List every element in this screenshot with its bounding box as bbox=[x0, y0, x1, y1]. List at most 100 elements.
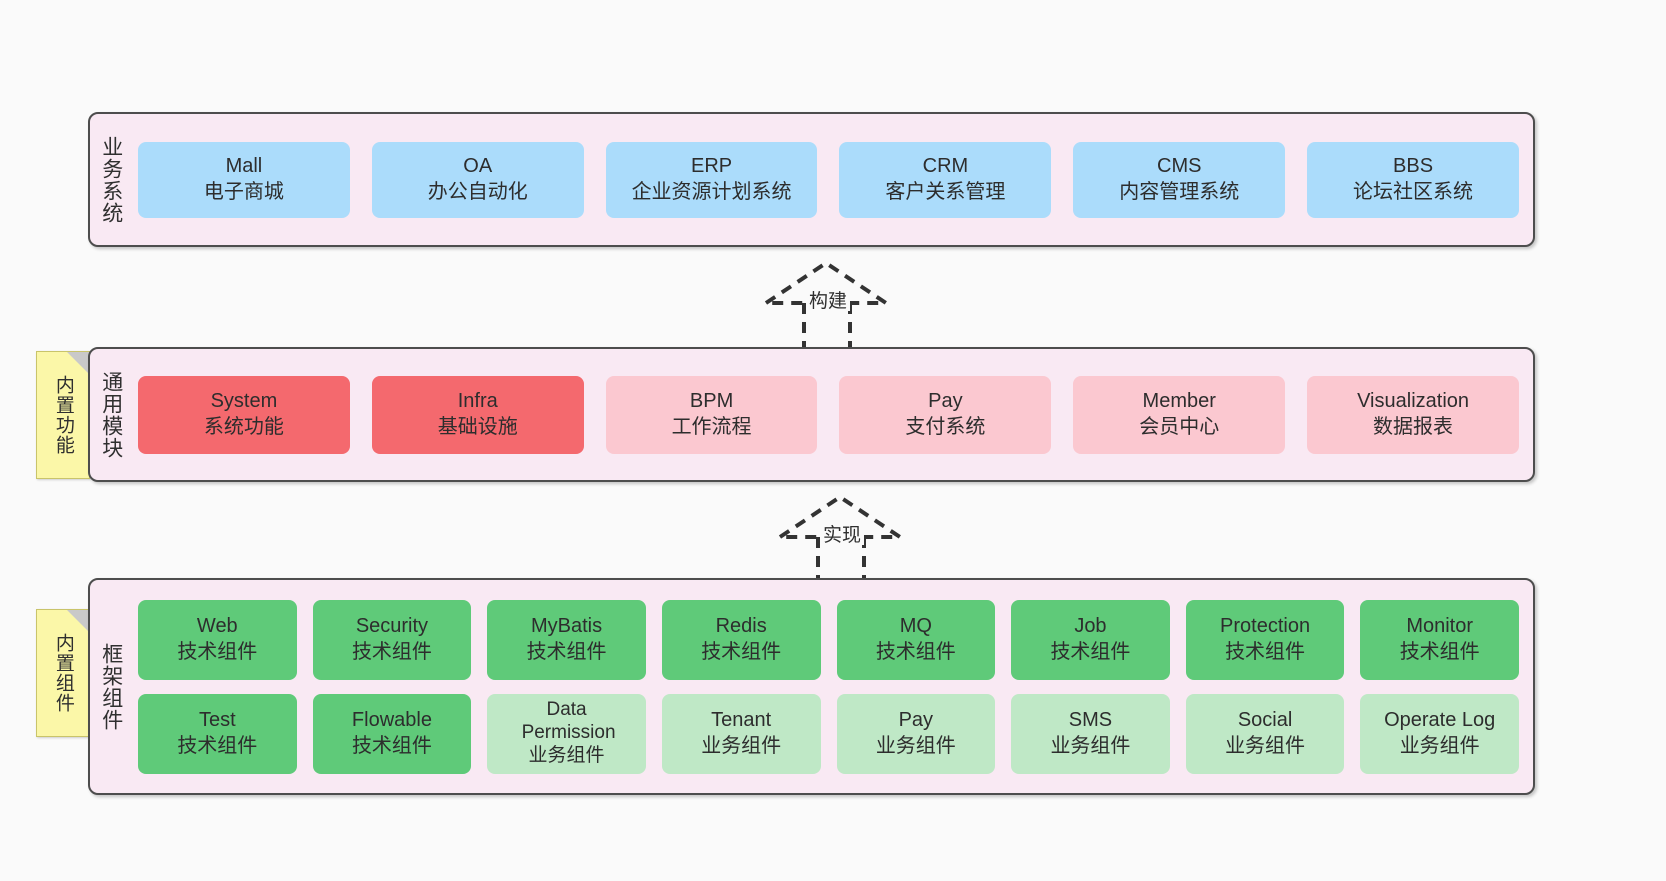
layer-common-module-body: System 系统功能 Infra 基础设施 BPM 工作流程 Pay 支付系统… bbox=[132, 349, 1533, 480]
node-pay-module[interactable]: Pay 支付系统 bbox=[839, 375, 1052, 454]
node-oa-cn: 办公自动化 bbox=[427, 180, 528, 203]
node-sms-en: SMS bbox=[1068, 708, 1113, 731]
node-erp[interactable]: ERP 企业资源计划系统 bbox=[605, 141, 818, 218]
node-flowable[interactable]: Flowable 技术组件 bbox=[312, 693, 472, 774]
node-mq-cn: 技术组件 bbox=[875, 640, 956, 663]
node-mall[interactable]: Mall 电子商城 bbox=[138, 141, 350, 218]
node-job[interactable]: Job 技术组件 bbox=[1011, 599, 1170, 680]
node-member-cn: 会员中心 bbox=[1139, 415, 1220, 438]
node-social-en: Social bbox=[1237, 708, 1293, 731]
node-web-cn: 技术组件 bbox=[177, 640, 258, 663]
node-bbs-en: BBS bbox=[1393, 154, 1434, 177]
node-mybatis-cn: 技术组件 bbox=[526, 640, 607, 663]
node-protection[interactable]: Protection 技术组件 bbox=[1185, 599, 1345, 680]
node-crm-en: CRM bbox=[922, 154, 969, 177]
node-infra[interactable]: Infra 基础设施 bbox=[371, 375, 584, 454]
layer-business-system-row: Mall 电子商城 OA 办公自动化 ERP 企业资源计划系统 CRM 客户关系… bbox=[138, 141, 1519, 218]
node-oa[interactable]: OA 办公自动化 bbox=[371, 141, 584, 218]
node-social[interactable]: Social 业务组件 bbox=[1185, 693, 1345, 774]
node-pay-component[interactable]: Pay 业务组件 bbox=[836, 693, 996, 774]
node-mq[interactable]: MQ 技术组件 bbox=[836, 599, 996, 680]
node-erp-cn: 企业资源计划系统 bbox=[631, 180, 792, 203]
node-cms-en: CMS bbox=[1157, 154, 1202, 177]
node-web-en: Web bbox=[196, 614, 238, 637]
arrow-build-head bbox=[759, 260, 893, 305]
node-mybatis[interactable]: MyBatis 技术组件 bbox=[487, 599, 646, 680]
node-member[interactable]: Member 会员中心 bbox=[1073, 375, 1286, 454]
node-pay-component-cn: 业务组件 bbox=[875, 734, 956, 757]
node-mq-en: MQ bbox=[899, 614, 932, 637]
note-builtin-component-label: 内置组件 bbox=[52, 633, 74, 713]
node-data-permission-cn: 业务组件 bbox=[528, 744, 605, 766]
node-sms[interactable]: SMS 业务组件 bbox=[1011, 693, 1170, 774]
arrow-implement-label: 实现 bbox=[820, 526, 865, 545]
node-flowable-cn: 技术组件 bbox=[351, 734, 432, 757]
node-erp-en: ERP bbox=[691, 154, 733, 177]
node-social-cn: 业务组件 bbox=[1225, 734, 1306, 757]
note-fold-corner-icon bbox=[67, 610, 89, 632]
arrow-build: 构建 bbox=[758, 258, 908, 348]
node-security-en: Security bbox=[355, 614, 429, 637]
node-data-permission[interactable]: Data Permission 业务组件 bbox=[487, 693, 646, 774]
node-job-en: Job bbox=[1074, 614, 1107, 637]
node-job-cn: 技术组件 bbox=[1050, 640, 1131, 663]
node-bbs-cn: 论坛社区系统 bbox=[1353, 180, 1474, 203]
node-operate-log-en: Operate Log bbox=[1384, 708, 1496, 731]
note-fold-corner-icon bbox=[67, 352, 89, 374]
node-system-cn: 系统功能 bbox=[203, 415, 284, 438]
arrow-implement: 实现 bbox=[772, 492, 922, 582]
node-pay-module-en: Pay bbox=[928, 389, 963, 412]
note-builtin-function: 内置功能 bbox=[36, 351, 90, 479]
node-bpm[interactable]: BPM 工作流程 bbox=[605, 375, 818, 454]
node-redis[interactable]: Redis 技术组件 bbox=[661, 599, 821, 680]
node-test[interactable]: Test 技术组件 bbox=[138, 693, 297, 774]
layer-business-system-title: 业务系统 bbox=[99, 135, 123, 224]
node-mall-cn: 电子商城 bbox=[203, 180, 284, 203]
node-tenant-en: Tenant bbox=[711, 708, 772, 731]
node-data-permission-en: Data Permission bbox=[521, 699, 616, 744]
node-monitor-cn: 技术组件 bbox=[1399, 640, 1480, 663]
node-bpm-cn: 工作流程 bbox=[671, 415, 752, 438]
node-visualization-en: Visualization bbox=[1357, 389, 1470, 412]
layer-common-module: 通用模块 System 系统功能 Infra 基础设施 BPM 工作流程 Pay… bbox=[88, 347, 1535, 482]
node-pay-component-en: Pay bbox=[898, 708, 934, 731]
node-protection-en: Protection bbox=[1220, 614, 1311, 637]
note-builtin-function-label: 内置功能 bbox=[52, 375, 74, 455]
node-protection-cn: 技术组件 bbox=[1225, 640, 1306, 663]
layer-framework-component-row-biz: Test 技术组件 Flowable 技术组件 Data Permission … bbox=[138, 693, 1519, 774]
node-operate-log[interactable]: Operate Log 业务组件 bbox=[1360, 693, 1519, 774]
layer-common-module-title: 通用模块 bbox=[99, 370, 123, 459]
node-sms-cn: 业务组件 bbox=[1050, 734, 1131, 757]
node-crm-cn: 客户关系管理 bbox=[885, 180, 1006, 203]
node-system[interactable]: System 系统功能 bbox=[138, 375, 350, 454]
layer-business-system-body: Mall 电子商城 OA 办公自动化 ERP 企业资源计划系统 CRM 客户关系… bbox=[132, 114, 1533, 245]
node-mybatis-en: MyBatis bbox=[531, 614, 603, 637]
node-tenant[interactable]: Tenant 业务组件 bbox=[661, 693, 821, 774]
node-visualization[interactable]: Visualization 数据报表 bbox=[1307, 375, 1519, 454]
node-redis-en: Redis bbox=[715, 614, 767, 637]
layer-framework-component: 框架组件 Web 技术组件 Security 技术组件 MyBatis 技术组件… bbox=[88, 578, 1535, 795]
layer-framework-component-body: Web 技术组件 Security 技术组件 MyBatis 技术组件 Redi… bbox=[132, 580, 1533, 793]
node-monitor[interactable]: Monitor 技术组件 bbox=[1360, 599, 1519, 680]
node-bbs[interactable]: BBS 论坛社区系统 bbox=[1307, 141, 1519, 218]
node-infra-en: Infra bbox=[457, 389, 498, 412]
node-security[interactable]: Security 技术组件 bbox=[312, 599, 472, 680]
node-test-en: Test bbox=[198, 708, 236, 731]
node-member-en: Member bbox=[1142, 389, 1216, 412]
node-infra-cn: 基础设施 bbox=[437, 415, 518, 438]
node-web[interactable]: Web 技术组件 bbox=[138, 599, 297, 680]
node-bpm-en: BPM bbox=[689, 389, 734, 412]
node-test-cn: 技术组件 bbox=[177, 734, 258, 757]
node-crm[interactable]: CRM 客户关系管理 bbox=[839, 141, 1052, 218]
node-cms[interactable]: CMS 内容管理系统 bbox=[1073, 141, 1286, 218]
node-redis-cn: 技术组件 bbox=[701, 640, 782, 663]
node-security-cn: 技术组件 bbox=[351, 640, 432, 663]
layer-common-module-row: System 系统功能 Infra 基础设施 BPM 工作流程 Pay 支付系统… bbox=[138, 375, 1519, 454]
note-builtin-component: 内置组件 bbox=[36, 609, 90, 737]
layer-business-system: 业务系统 Mall 电子商城 OA 办公自动化 ERP 企业资源计划系统 CRM… bbox=[88, 112, 1535, 247]
layer-framework-component-row-tech: Web 技术组件 Security 技术组件 MyBatis 技术组件 Redi… bbox=[138, 599, 1519, 680]
node-tenant-cn: 业务组件 bbox=[701, 734, 782, 757]
arrow-implement-head bbox=[773, 494, 907, 539]
node-pay-module-cn: 支付系统 bbox=[905, 415, 986, 438]
